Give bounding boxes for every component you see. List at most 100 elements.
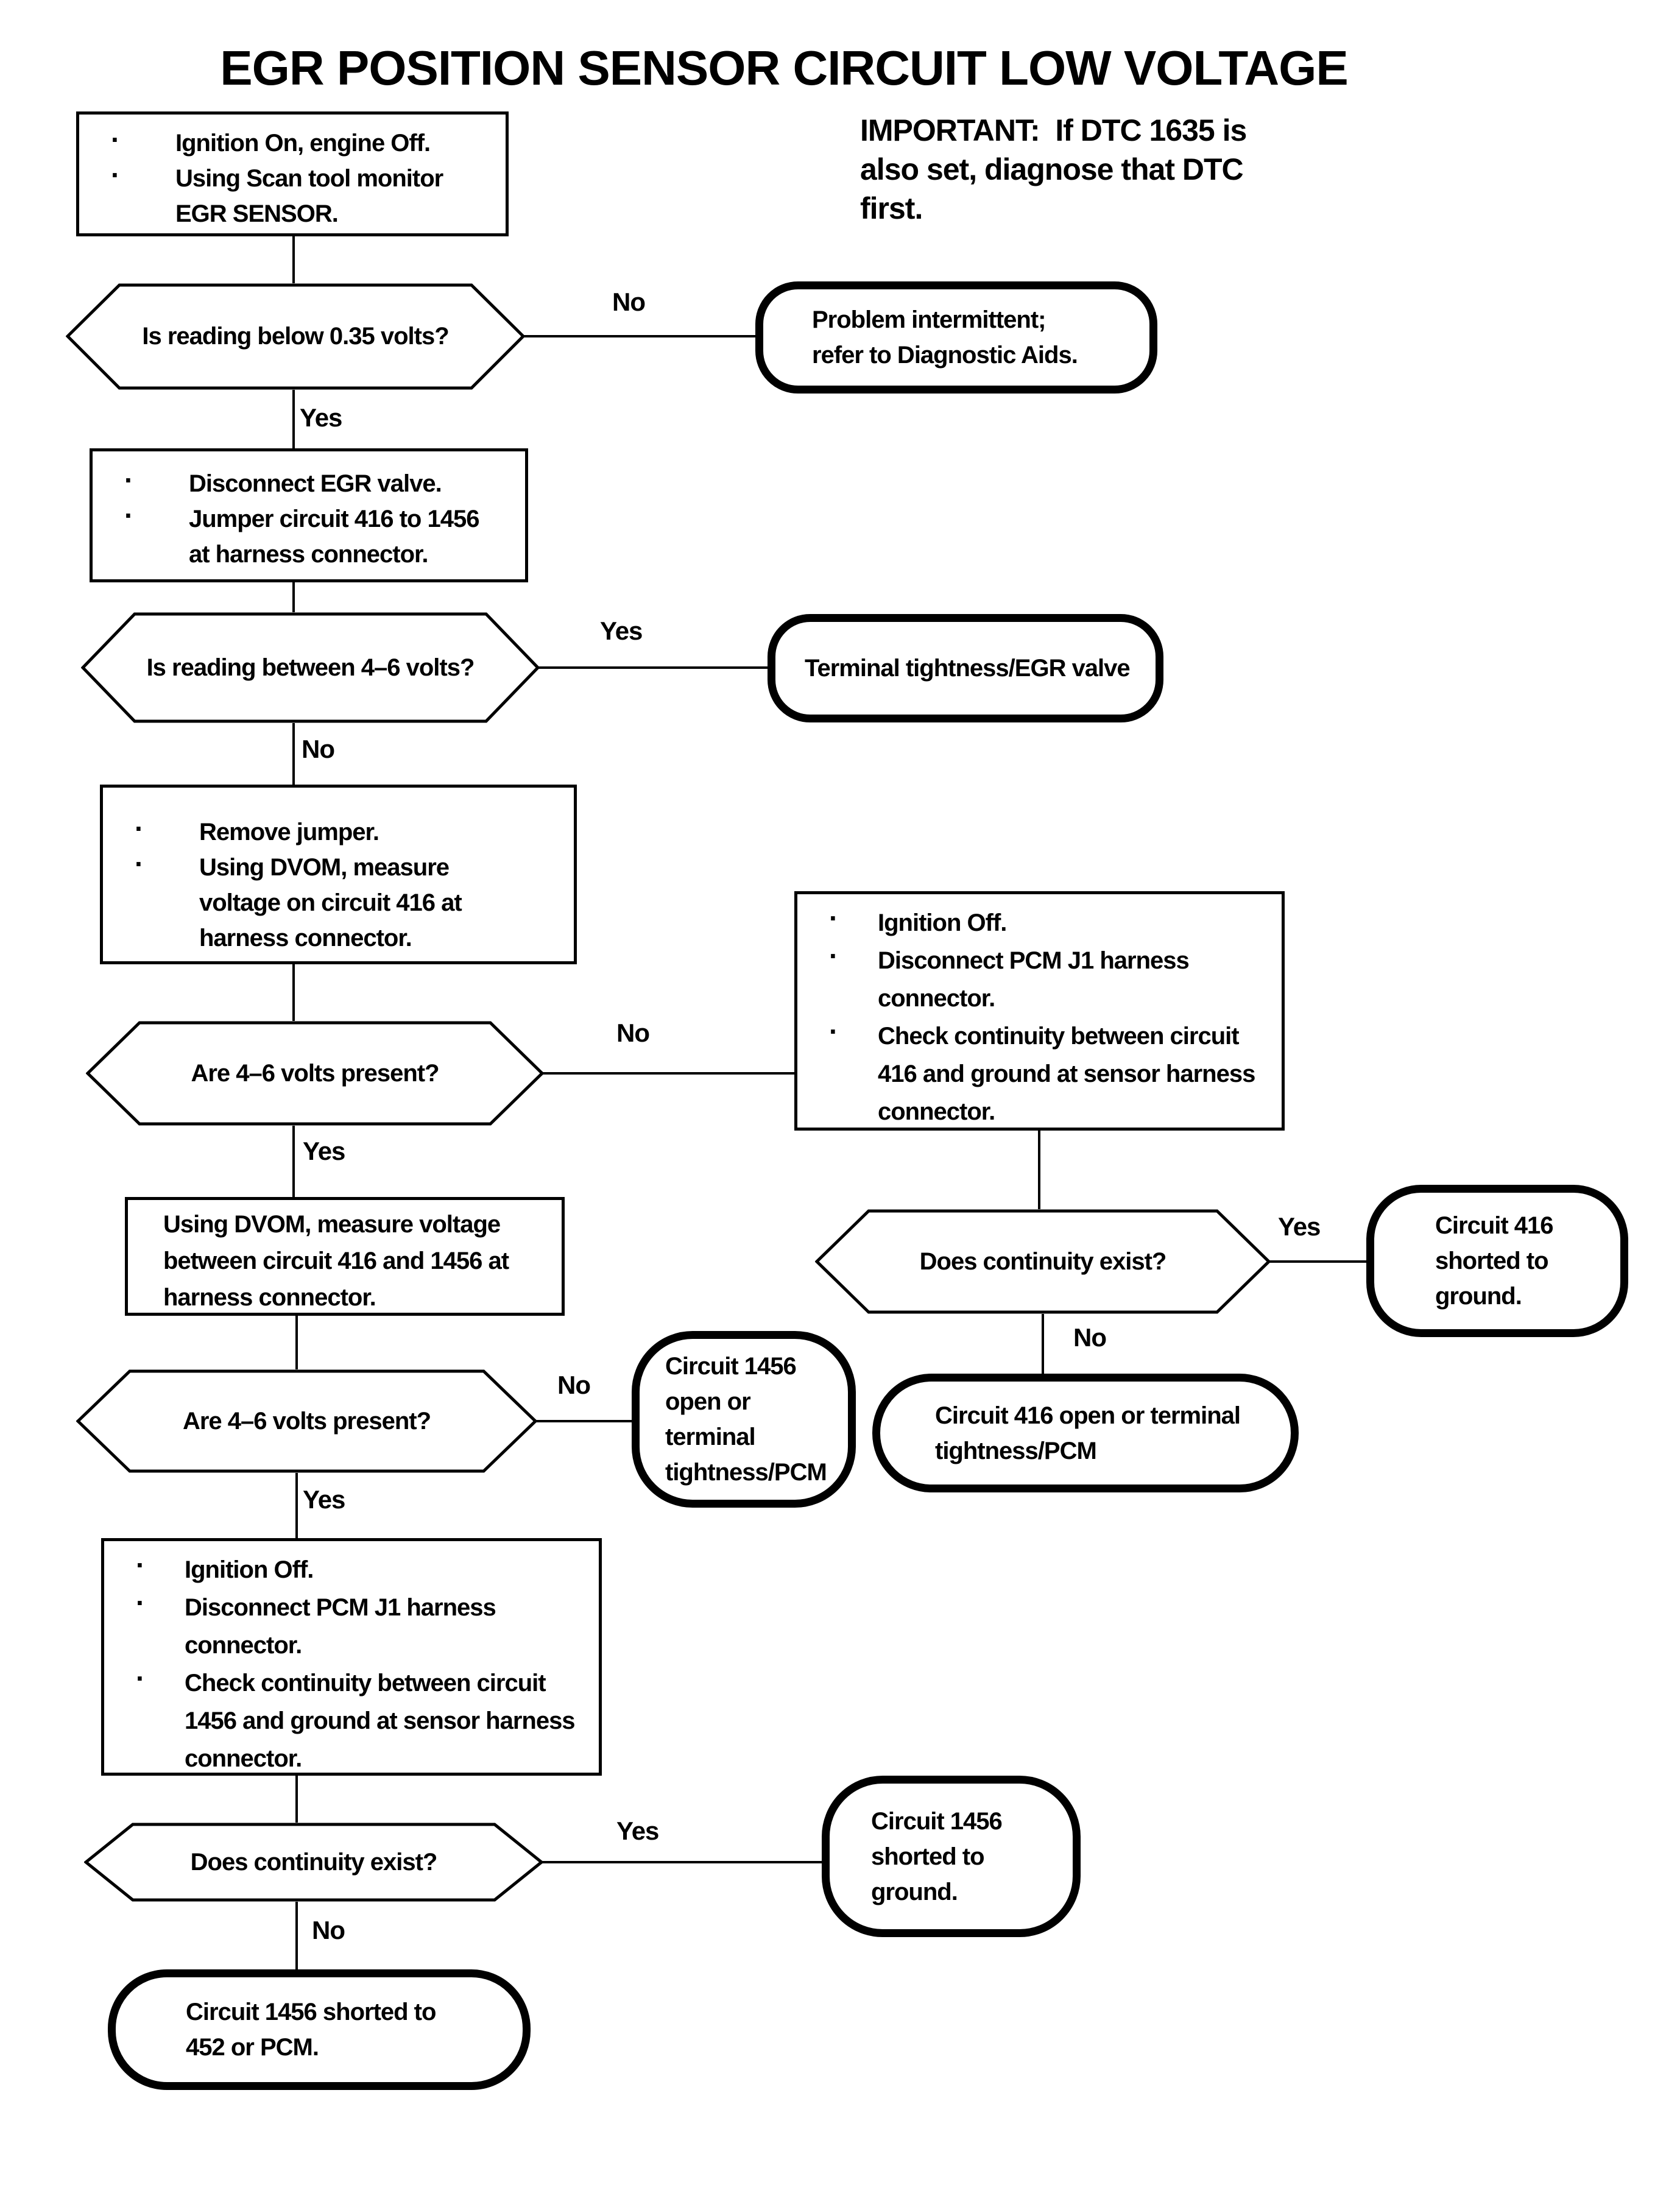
terminal-line: ground. [1435, 1283, 1522, 1310]
terminal-line: Circuit 1456 shorted to [186, 1999, 436, 2025]
step-line: Ignition Off. [185, 1556, 314, 1583]
connector-q2-no [292, 723, 295, 785]
label-yes-q4: Yes [303, 1485, 345, 1514]
bullet-item: Check continuity between circuit 416 and… [797, 1015, 1282, 1131]
terminal-line: tightness/PCM [665, 1459, 827, 1486]
label-no-q5: No [312, 1916, 345, 1944]
page-title: EGR POSITION SENSOR CIRCUIT LOW VOLTAGE [220, 41, 1348, 95]
step-line: Using Scan tool monitor [175, 165, 443, 192]
terminal-416-open: Circuit 416 open or terminal tightness/P… [872, 1374, 1299, 1492]
step-line: Check continuity between circuit [878, 1023, 1240, 1050]
label-no-q1: No [612, 288, 646, 316]
process-start-box: Ignition On, engine Off. Using Scan tool… [76, 111, 509, 236]
process-measure-416-1456: Using DVOM, measure voltage between circ… [125, 1197, 565, 1316]
terminal-1456-open: Circuit 1456 open or terminal tightness/… [632, 1331, 856, 1508]
terminal-line: 452 or PCM. [186, 2034, 319, 2061]
step-line: connector. [185, 1745, 302, 1772]
decision-label: Is reading below 0.35 volts? [142, 323, 449, 350]
process-check-continuity-1456: Ignition Off. Disconnect PCM J1 harness … [101, 1538, 602, 1776]
connector-qr-no [1042, 1314, 1044, 1374]
label-no-qr: No [1073, 1323, 1107, 1352]
decision-4-6-volts-present-2: Are 4–6 volts present? [76, 1369, 537, 1473]
terminal-line: shorted to [1435, 1248, 1549, 1274]
step-line: Using DVOM, measure voltage [163, 1211, 501, 1238]
terminal-416-shorted-ground: Circuit 416 shorted to ground. [1366, 1185, 1628, 1337]
decision-4-6-volts-present-1: Are 4–6 volts present? [86, 1021, 544, 1126]
decision-continuity-416: Does continuity exist? [815, 1209, 1271, 1314]
hexagon-shape [81, 612, 540, 723]
terminal-line: Terminal tightness/EGR valve [805, 655, 1131, 682]
terminal-line: Circuit 1456 [871, 1807, 1003, 1835]
step-line: Jumper circuit 416 to 1456 [189, 506, 479, 532]
bullet-item: Remove jumper. [103, 812, 574, 850]
bullet-item: Disconnect PCM J1 harness connector. [797, 939, 1282, 1017]
hexagon-shape [66, 283, 525, 390]
label-yes-qr: Yes [1278, 1212, 1321, 1241]
bullet-item: Using Scan tool monitor EGR SENSOR. [79, 158, 506, 231]
terminal-line: open or [665, 1388, 751, 1415]
bullet-item: Disconnect PCM J1 harness connector. [104, 1586, 599, 1664]
step-line: connector. [185, 1632, 302, 1659]
step-line: Remove jumper. [199, 819, 379, 846]
important-line: first. [860, 191, 923, 225]
connector-s5-to-q5 [295, 1776, 298, 1823]
label-yes-q2: Yes [600, 616, 643, 645]
step-line: 416 and ground at sensor harness [878, 1061, 1255, 1087]
step-line: Disconnect EGR valve. [189, 470, 442, 497]
step-line: Ignition Off. [878, 909, 1007, 936]
connector-qr-yes [1269, 1260, 1366, 1263]
bullet-item: Ignition On, engine Off. [79, 123, 506, 161]
hexagon-shape [86, 1021, 544, 1126]
connector-q5-yes [542, 1861, 822, 1863]
connector-r1-to-qr [1038, 1131, 1040, 1209]
important-note: IMPORTANT: If DTC 1635 is also set, diag… [860, 111, 1335, 228]
terminal-line: ground. [871, 1878, 958, 1905]
bullet-item: Ignition Off. [797, 902, 1282, 942]
connector-s3-to-q3 [292, 964, 295, 1021]
label-no-q4: No [557, 1371, 591, 1399]
decision-reading-below-035: Is reading below 0.35 volts? [66, 283, 525, 390]
connector-start-to-q1 [292, 236, 295, 283]
step-line: voltage on circuit 416 at [199, 889, 462, 916]
connector-q3-no [543, 1072, 794, 1075]
step-line: Disconnect PCM J1 harness [878, 947, 1190, 974]
step-line: Using DVOM, measure [199, 854, 450, 881]
decision-label: Does continuity exist? [919, 1248, 1167, 1275]
terminal-tightness-egr-valve: Terminal tightness/EGR valve [768, 614, 1163, 722]
step-line: connector. [878, 985, 995, 1012]
connector-q4-no [536, 1420, 632, 1422]
terminal-line: Circuit 416 open or terminal [935, 1402, 1241, 1429]
connector-s4-to-q4 [295, 1316, 298, 1369]
step-line: connector. [878, 1098, 995, 1125]
step-line: Ignition On, engine Off. [175, 130, 431, 157]
process-check-continuity-416: Ignition Off. Disconnect PCM J1 harness … [794, 891, 1285, 1131]
important-line: IMPORTANT: If DTC 1635 is [860, 113, 1247, 147]
bullet-item: Ignition Off. [104, 1548, 599, 1589]
decision-label: Does continuity exist? [190, 1848, 438, 1876]
hexagon-shape [84, 1823, 543, 1902]
terminal-line: Circuit 416 [1435, 1212, 1554, 1239]
label-yes-q3: Yes [303, 1137, 345, 1165]
terminal-line: tightness/PCM [935, 1437, 1097, 1464]
terminal-line: terminal [665, 1424, 756, 1450]
step-line: 1456 and ground at sensor harness [185, 1707, 576, 1734]
step-line: at harness connector. [189, 541, 428, 568]
label-no-q2: No [302, 735, 335, 763]
terminal-problem-intermittent: Problem intermittent; refer to Diagnosti… [755, 281, 1157, 394]
decision-label: Are 4–6 volts present? [191, 1059, 439, 1087]
important-line: also set, diagnose that DTC [860, 152, 1244, 186]
decision-reading-between-4-6: Is reading between 4–6 volts? [81, 612, 540, 723]
step-line: EGR SENSOR. [175, 200, 339, 227]
terminal-line: Circuit 1456 [665, 1353, 797, 1380]
label-no-q3: No [616, 1019, 650, 1047]
terminal-1456-shorted-452-pcm: Circuit 1456 shorted to 452 or PCM. [108, 1969, 531, 2090]
terminal-line: shorted to [871, 1843, 985, 1870]
process-remove-jumper: Remove jumper. Using DVOM, measure volta… [100, 785, 577, 964]
label-yes-q1: Yes [300, 403, 342, 432]
terminal-line: Problem intermittent; [812, 306, 1046, 333]
bullet-item: Jumper circuit 416 to 1456 at harness co… [93, 499, 525, 572]
connector-q4-yes [295, 1473, 298, 1538]
bullet-item: Using DVOM, measure voltage on circuit 4… [103, 847, 574, 956]
step-line: harness connector. [199, 925, 412, 951]
step-line: between circuit 416 and 1456 at [163, 1248, 509, 1274]
